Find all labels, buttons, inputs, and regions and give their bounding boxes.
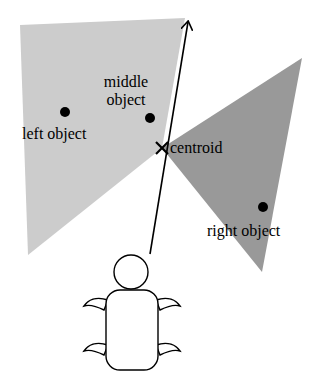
heading-arrow [150, 22, 188, 254]
object-label: middle object [98, 73, 154, 109]
left-object-dot [60, 107, 70, 117]
robot-figure [84, 255, 180, 370]
right-region [162, 58, 302, 272]
left-region [20, 18, 185, 255]
object-label: right object [207, 222, 280, 240]
centroid-mark [156, 142, 168, 154]
middle-object-dot [145, 113, 155, 123]
right-object-dot [258, 202, 268, 212]
object-label: left object [22, 125, 86, 143]
point-label: centroid [170, 139, 222, 157]
